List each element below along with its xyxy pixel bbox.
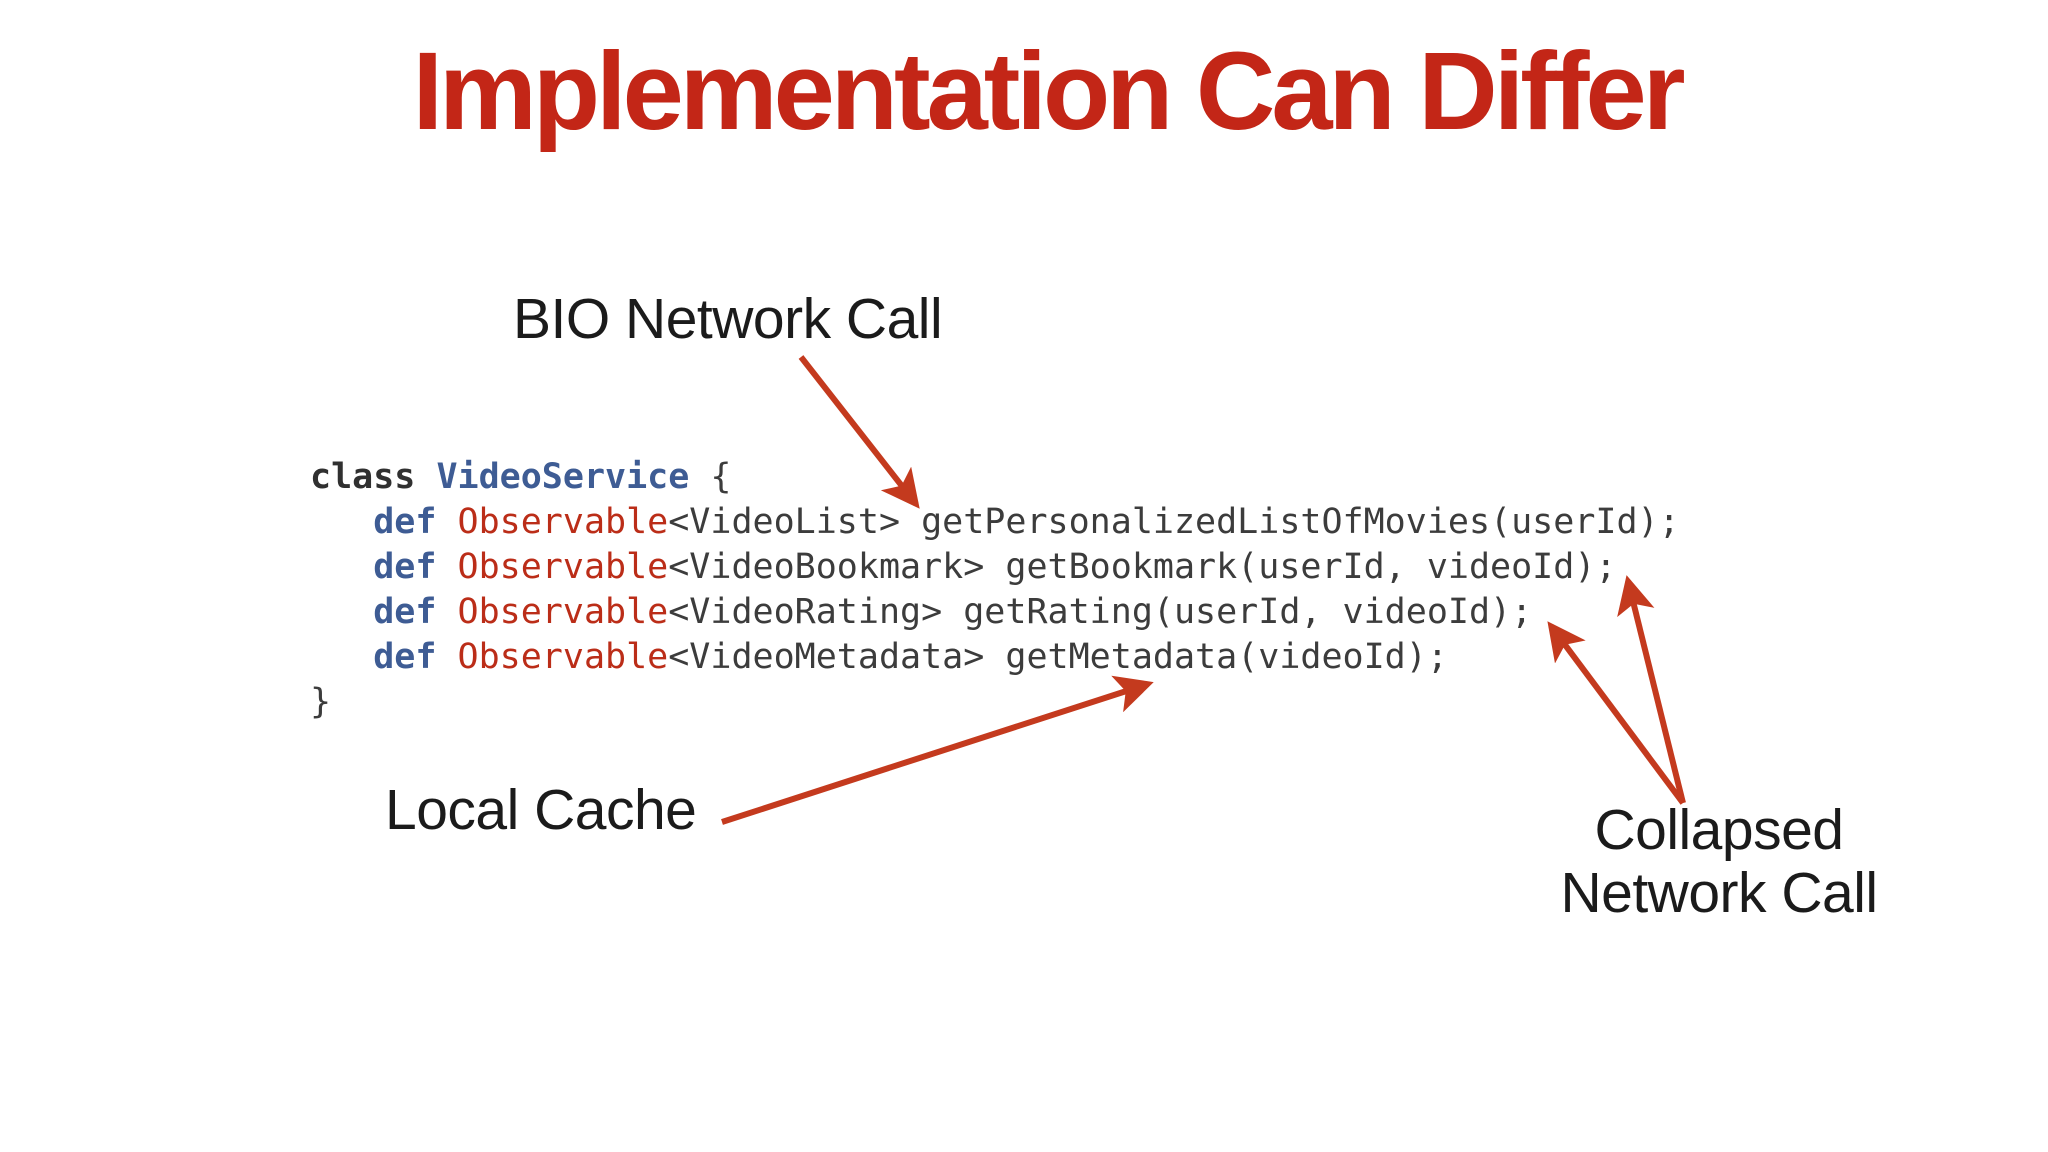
- annotation-bio-network-call: BIO Network Call: [513, 287, 943, 351]
- slide-title: Implementation Can Differ: [412, 30, 1685, 153]
- code-line: }: [310, 682, 332, 722]
- code-line: def Observable<VideoMetadata> getMetadat…: [373, 637, 1448, 677]
- code-block-videoservice: class VideoService { def Observable<Vide…: [310, 455, 1680, 725]
- annotation-collapsed-line2: Network Call: [1560, 861, 1878, 925]
- annotation-collapsed-network-call: Collapsed Network Call: [1560, 798, 1878, 925]
- code-line: def Observable<VideoBookmark> getBookmar…: [373, 547, 1617, 587]
- code-line: class VideoService {: [310, 457, 732, 497]
- code-line: def Observable<VideoRating> getRating(us…: [373, 592, 1533, 632]
- annotation-local-cache: Local Cache: [385, 778, 697, 842]
- annotation-collapsed-line1: Collapsed: [1594, 798, 1844, 862]
- code-line: def Observable<VideoList> getPersonalize…: [373, 502, 1680, 542]
